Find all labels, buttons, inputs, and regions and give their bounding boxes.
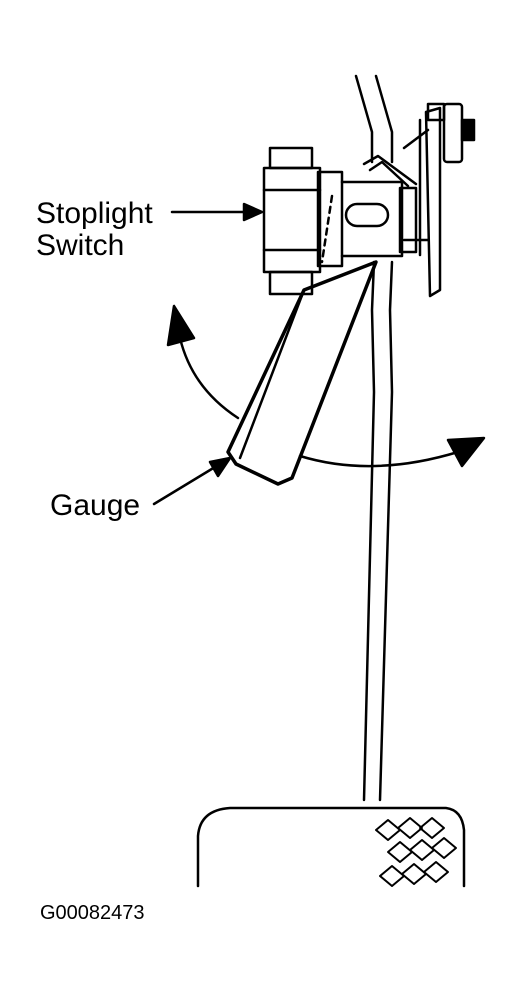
figure-id: G00082473	[40, 902, 145, 924]
mounting-bracket	[402, 102, 476, 298]
stoplight-switch-label-line2: Switch	[36, 229, 125, 262]
gauge-label: Gauge	[50, 489, 141, 522]
stoplight-switch-label-line1: Stoplight	[36, 197, 153, 230]
pad-tread	[375, 817, 457, 887]
stoplight-switch-body	[262, 146, 418, 296]
motion-arrows	[166, 304, 486, 468]
gauge	[226, 260, 378, 486]
pedal-pad	[196, 806, 466, 888]
leader-lines	[152, 202, 264, 506]
pedal-arm	[354, 74, 394, 802]
stoplight-switch-label: Stoplight Switch	[36, 198, 153, 262]
